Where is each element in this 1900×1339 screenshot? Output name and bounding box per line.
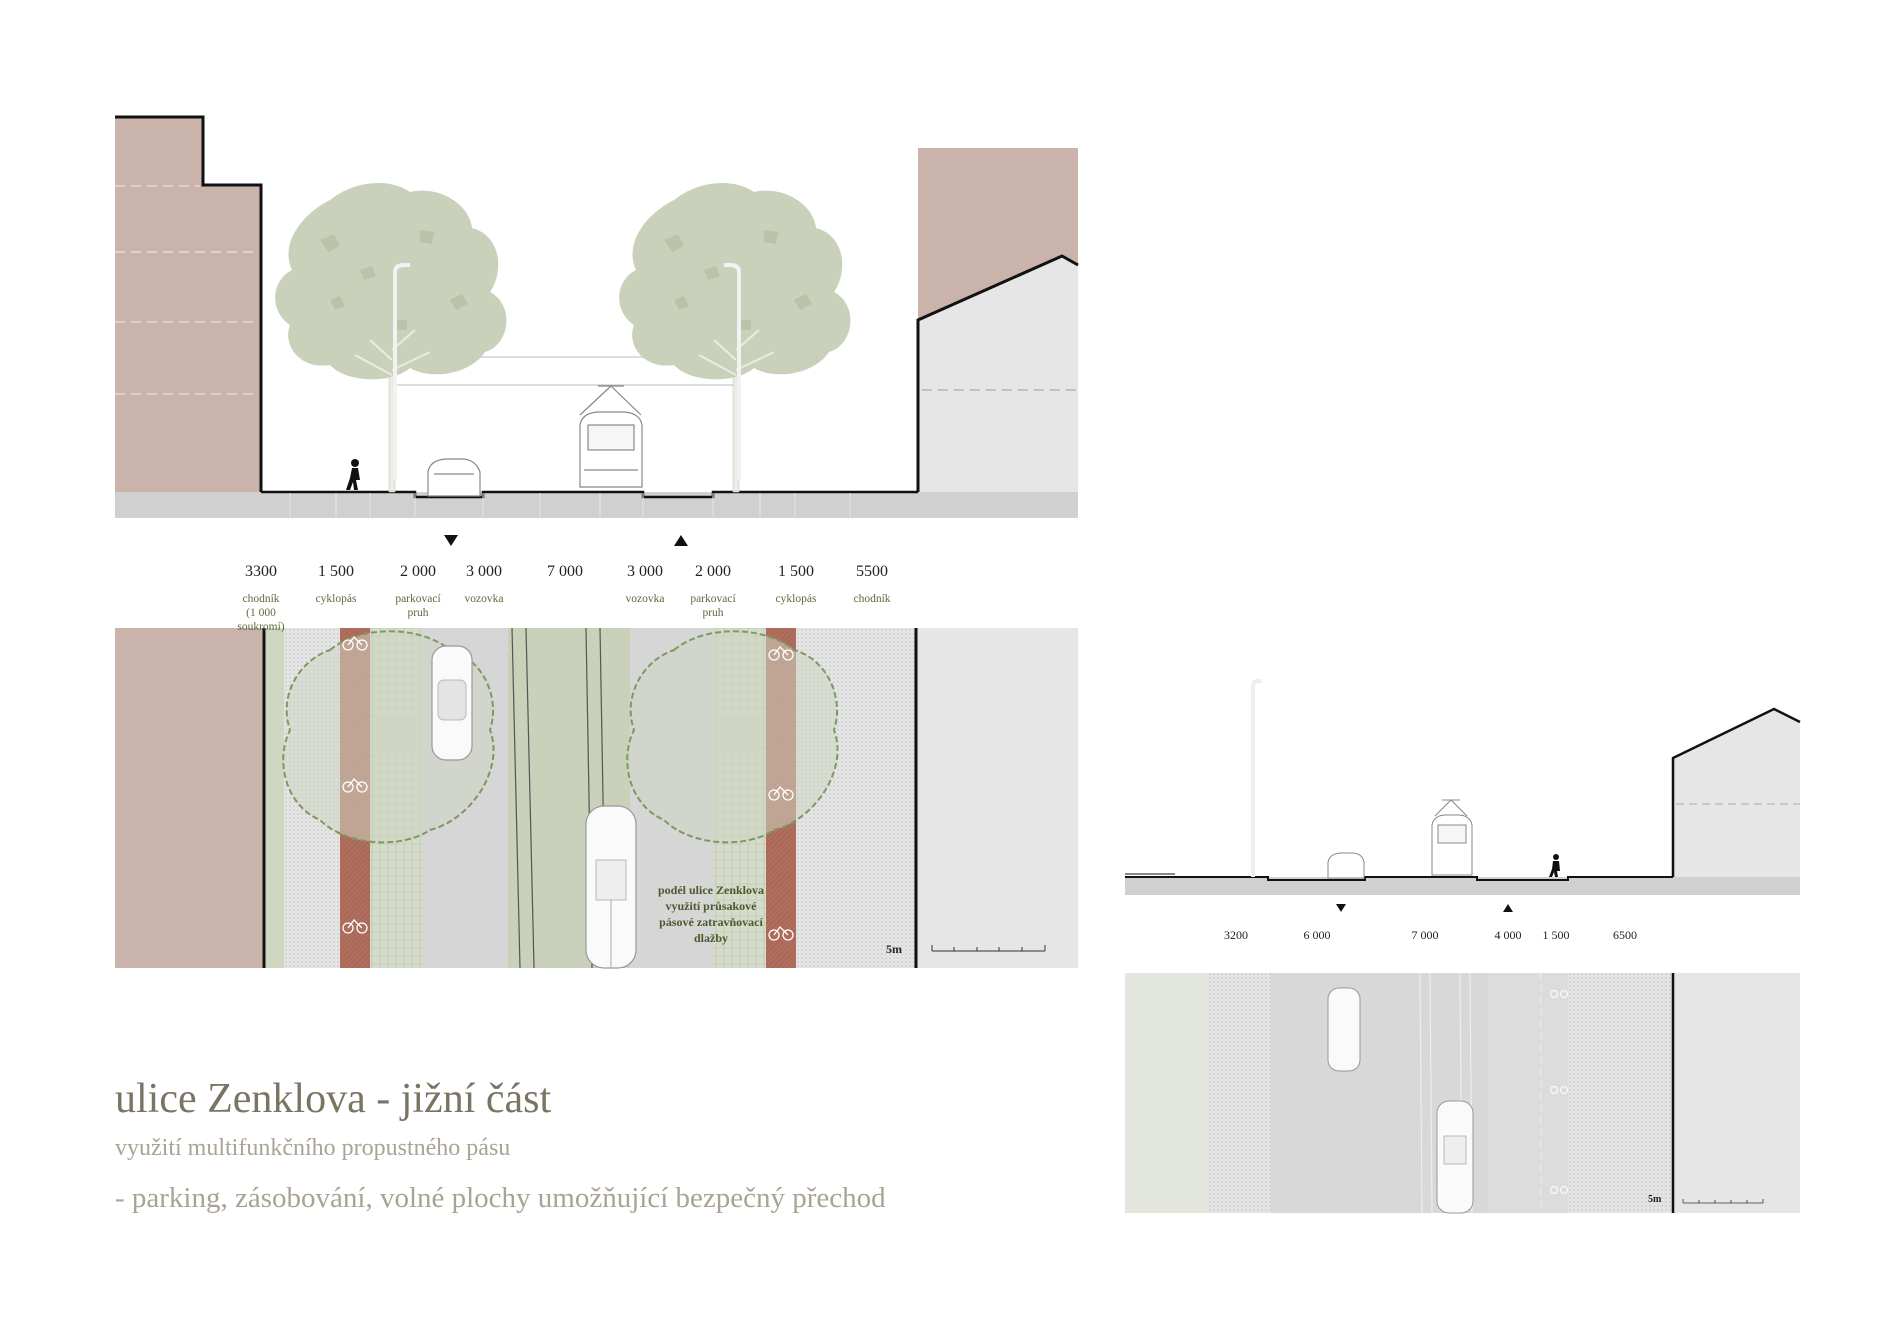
tree-left	[275, 182, 507, 493]
dimension-bike-right: 1 500	[778, 563, 814, 580]
pedestrian-icon	[346, 459, 360, 490]
scale-label: 5m	[886, 942, 902, 956]
label-road-right: vozovka	[625, 593, 665, 605]
car-icon-2	[1327, 852, 1365, 879]
dimension-road-left: 3 000	[466, 563, 502, 580]
label-bike-right: cyklopás	[775, 593, 817, 605]
dimension-parking-right: 2 000	[695, 563, 731, 580]
car-icon	[427, 458, 481, 497]
plan-note: podél ulice Zenklova využití průsakové p…	[646, 882, 776, 946]
pedestrian-icon-2	[1549, 854, 1560, 877]
section2-plan	[1125, 972, 1800, 1214]
street-lamp-2	[1251, 679, 1262, 877]
arrow-up-icon-2	[1503, 904, 1513, 912]
label-parking-right: parkovací pruh	[668, 592, 758, 620]
scale-bar-2	[1682, 1199, 1764, 1204]
tram-icon-2	[1431, 799, 1473, 876]
dimension2-1: 6 000	[1303, 928, 1331, 942]
dimension2-2: 7 000	[1411, 928, 1439, 942]
arrow-down-icon	[444, 535, 458, 546]
plan-building-left	[115, 628, 264, 968]
label-sidewalk-left: chodník (1 000 soukromí)	[216, 592, 306, 634]
label-sidewalk-right: chodník	[853, 593, 891, 605]
plan-note-line3: pásové zatravňovací	[659, 915, 763, 929]
subtitle-2: - parking, zásobování, volné plochy umož…	[115, 1182, 886, 1214]
plan-building-right	[916, 628, 1078, 968]
dimension-tram: 7 000	[547, 563, 583, 580]
tree-canopy-plan-right	[626, 630, 839, 844]
label-parking-right-line2: pruh	[702, 607, 724, 619]
dimension2-4: 1 500	[1542, 928, 1570, 942]
label-road-left: vozovka	[464, 593, 504, 605]
ground	[115, 492, 1078, 518]
tram-plan-icon-2	[1436, 1100, 1474, 1214]
label-sidewalk-left-text: chodník	[242, 593, 280, 605]
section1-elevation	[115, 115, 1079, 546]
dimension-parking-left: 2 000	[400, 563, 436, 580]
car-plan-icon-2	[1327, 987, 1361, 1072]
plan-note-line1: podél ulice Zenklova	[657, 883, 764, 897]
scale-label-2: 5m	[1648, 1194, 1662, 1205]
dimension-sidewalk-right: 5500	[856, 563, 888, 580]
dimension-bike-left: 1 500	[318, 563, 354, 580]
bike-icon-2	[1550, 990, 1568, 1194]
dimension2-0: 3200	[1224, 928, 1248, 942]
label-bike-left: cyklopás	[315, 593, 357, 605]
car-plan-icon	[431, 645, 473, 761]
building-right	[918, 256, 1078, 492]
building-left	[115, 117, 261, 492]
arrow-up-icon	[674, 535, 688, 546]
street-lamp-right	[724, 263, 741, 480]
subtitle: využití multifunkčního propustného pásu	[115, 1135, 511, 1161]
plan-note-line4: dlažby	[693, 931, 728, 945]
bike-icon	[342, 636, 794, 941]
arrow-down-icon-2	[1336, 904, 1346, 912]
section2-elevation	[1125, 679, 1801, 912]
label-parking-left: parkovací pruh	[373, 592, 463, 620]
section1-plan	[115, 627, 1078, 969]
dimension2-3: 4 000	[1494, 928, 1522, 942]
page-title: ulice Zenklova - jižní část	[115, 1076, 552, 1122]
dimension2-5: 6500	[1613, 928, 1637, 942]
dimension-road-right: 3 000	[627, 563, 663, 580]
tram-plan-icon	[585, 805, 637, 969]
tree-right	[619, 182, 851, 493]
dimension-sidewalk-left: 3300	[245, 563, 277, 580]
label-sidewalk-left-note1: (1 000	[246, 607, 276, 619]
label-parking-left-line1: parkovací	[395, 593, 441, 605]
building-right-2	[1673, 709, 1800, 877]
scale-bar	[931, 945, 1046, 952]
label-sidewalk-left-note2: soukromí)	[237, 621, 285, 633]
label-parking-left-line2: pruh	[407, 607, 429, 619]
street-lamp-left	[393, 263, 410, 480]
plan-note-line2: využití průsakové	[665, 899, 757, 913]
tram-icon	[579, 385, 643, 488]
label-parking-right-line1: parkovací	[690, 593, 736, 605]
